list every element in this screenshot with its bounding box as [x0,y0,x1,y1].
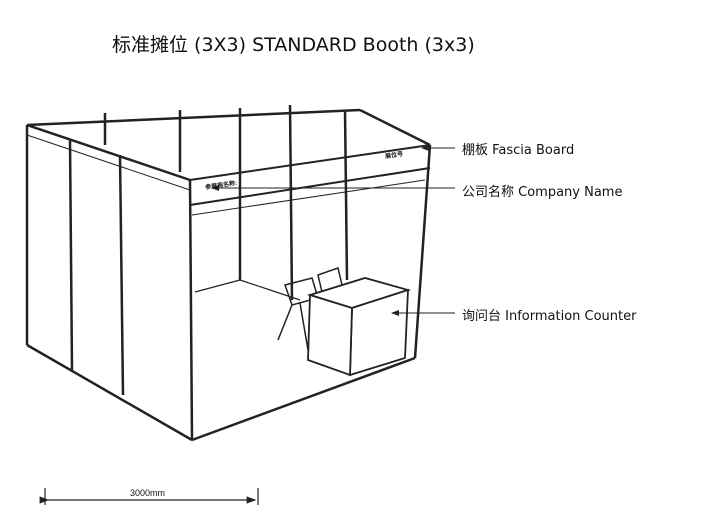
callout-lines [211,145,455,316]
page-title: 标准摊位 (3X3) STANDARD Booth (3x3) [112,34,475,56]
label-fascia-board: 棚板 Fascia Board [462,143,575,158]
right-post [191,144,432,442]
back-wall [26,104,431,301]
dimension-line [39,488,259,505]
label-company-name: 公司名称 Company Name [462,185,623,200]
fascia-board [189,144,431,216]
information-counter [306,277,412,377]
dimension-label: 3000mm [130,488,166,498]
label-information-counter: 询问台 Information Counter [462,309,637,324]
left-wall [25,123,194,442]
